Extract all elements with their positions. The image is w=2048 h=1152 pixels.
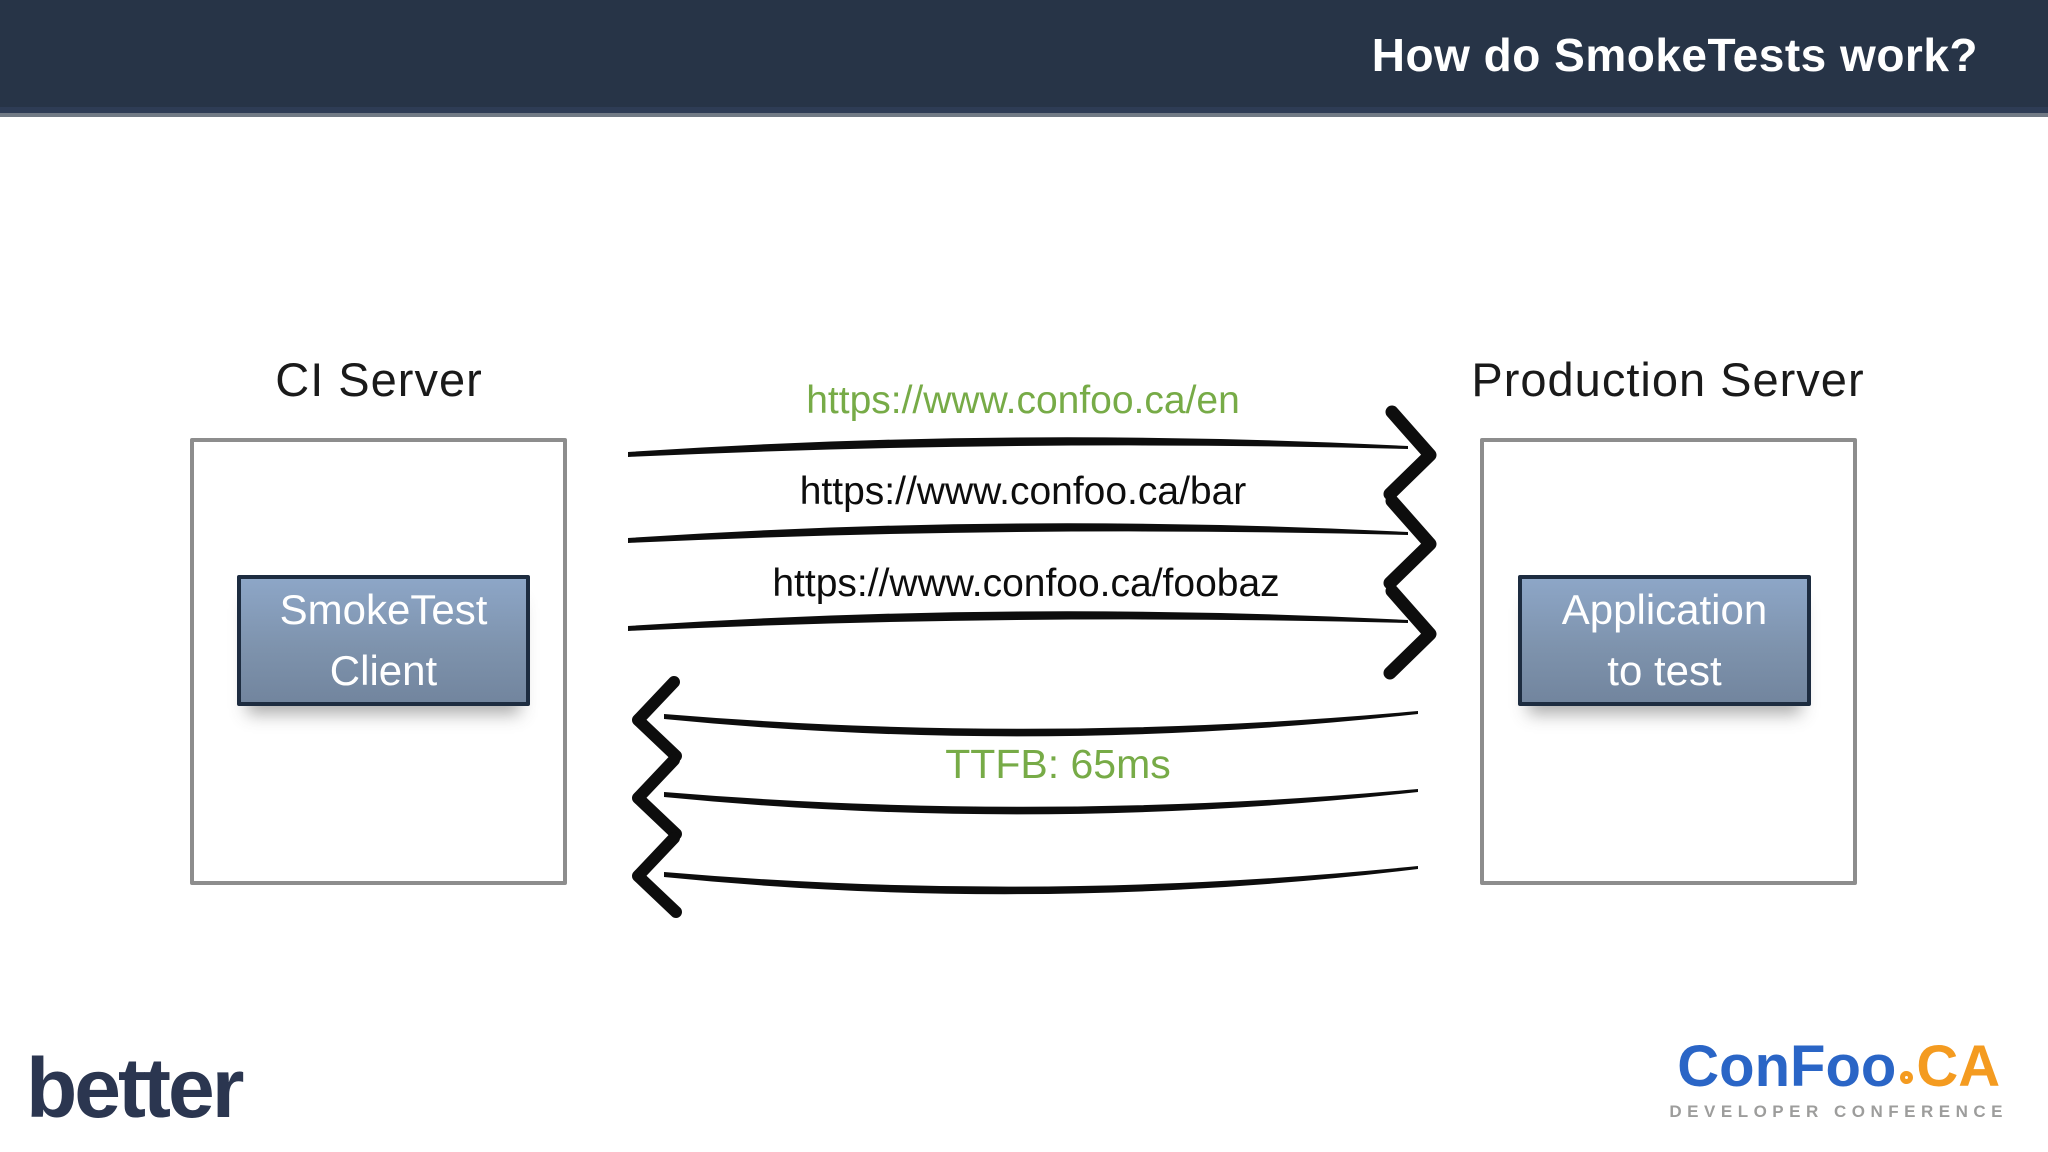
request-arrow-2-head-icon [1383,494,1437,590]
ttfb-label: TTFB: 65ms [945,741,1171,787]
response-arrow-2-line [664,789,1418,815]
confoo-dot-icon [1900,1071,1914,1084]
ci-server-label: CI Server [275,353,483,406]
request-arrow-1-line [628,437,1408,457]
confoo-tagline: DEVELOPER CONFERENCE [1669,1102,2008,1121]
request-arrow-3-line [628,611,1408,631]
request-arrow-2-line [628,523,1408,543]
response-arrow-3-head-icon [632,832,682,918]
confoo-tld: CA [1916,1034,2001,1099]
response-arrow-1-line [664,711,1418,737]
header-bar: How do SmokeTests work? [0,0,2048,117]
request-url-bar: https://www.confoo.ca/bar [799,470,1247,513]
production-server-label: Production Server [1471,353,1865,406]
response-arrow-1-head-icon [632,676,682,762]
request-url-foobaz: https://www.confoo.ca/foobaz [772,562,1280,605]
request-arrow-1-head-icon [1383,405,1437,501]
response-arrow-3-line [664,866,1418,895]
response-arrow-2-head-icon [632,754,682,840]
request-url-en: https://www.confoo.ca/en [806,379,1240,422]
better-logo: better [26,1041,244,1135]
request-arrow-3-head-icon [1383,584,1437,680]
application-to-test-node: Application to test [1518,575,1811,706]
smoketest-client-node: SmokeTest Client [237,575,530,706]
slide-title: How do SmokeTests work? [1371,28,1978,81]
confoo-name: ConFoo [1677,1034,1897,1099]
